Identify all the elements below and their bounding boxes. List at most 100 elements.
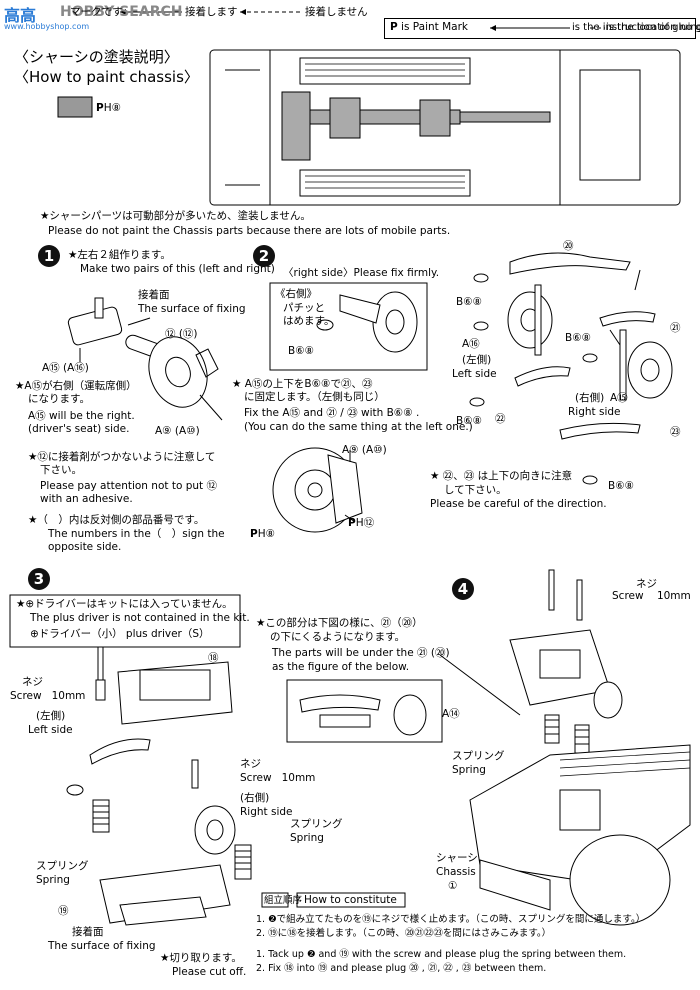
legend-glue-en: is the instruction of gluing. xyxy=(572,22,700,33)
step3-surface-jp: 接着面 xyxy=(72,926,104,938)
step4-a14: A⑭ xyxy=(442,708,460,720)
paint-mark-icon: P xyxy=(250,528,258,540)
step2-fix-jp2: に固定します。（左側も同じ） xyxy=(244,391,385,403)
step4-chassis-jp: シャーシ xyxy=(436,852,478,864)
construct-label-box-en xyxy=(296,892,406,908)
step2-a9: A⑨ (A⑩) xyxy=(342,444,387,456)
step4-screw-en: Screw 10mm xyxy=(612,590,691,602)
step2-fix-en2: (You can do the same thing at the left o… xyxy=(244,421,473,433)
part-20-label: ⑳ xyxy=(563,240,574,252)
step3-inset-drawing xyxy=(299,694,427,736)
step3-driver-size: ⊕ドライバー（小） plus driver（S） xyxy=(30,628,210,640)
legend-noglue-en: is the location no gluing. xyxy=(606,22,700,33)
step3-right-jp: (右側) xyxy=(240,792,270,804)
step3-right-en: Right side xyxy=(240,806,293,818)
a15-label: A⑮ xyxy=(610,392,628,404)
paint-chip-label: PH⑧ xyxy=(96,102,122,114)
step1-make-jp: ★左右２組作ります。 xyxy=(68,249,171,261)
step4-spring-jp: スプリング xyxy=(452,750,505,762)
step3-under-en2: as the figure of the below. xyxy=(272,661,410,673)
chassis-note-en: Please do not paint the Chassis parts be… xyxy=(48,225,451,237)
step3-screw2-jp: ネジ xyxy=(240,758,261,770)
b68-label-4: B⑥⑧ xyxy=(608,480,635,492)
step3-under-en1: The parts will be under the ㉑ (⑳) xyxy=(272,647,450,659)
step1-paren-en2: opposite side. xyxy=(48,541,122,553)
step3-screw-en: Screw 10mm xyxy=(10,690,86,702)
step3-spring-en: Spring xyxy=(36,874,70,886)
step4-badge: 4 xyxy=(452,578,474,600)
step4-spring-en: Spring xyxy=(452,764,486,776)
step3-spring-jp: スプリング xyxy=(36,860,89,872)
step4-screw-jp: ネジ xyxy=(636,578,657,590)
step2-fix-en1: Fix the A⑮ and ㉑ / ㉓ with B⑥⑧ . xyxy=(244,407,420,419)
step1-right-jp1: ★A⑮が右側（運転席側） xyxy=(15,380,137,392)
step3-drawing xyxy=(66,634,252,926)
step1-badge: 1 xyxy=(38,245,60,267)
step2-ph8: PH⑧ xyxy=(250,528,276,540)
b68-label-3: B⑥⑧ xyxy=(456,415,483,427)
watermark-brand-en: HOBBY SEARCH xyxy=(60,4,183,20)
step3-under-jp1: ★この部分は下図の様に、㉑（⑳） xyxy=(256,617,423,629)
step3-cut-jp: ★切り取ります。 xyxy=(160,952,242,964)
part-21-label: ㉑ xyxy=(670,322,681,334)
step1-right-en2: (driver's seat) side. xyxy=(28,423,130,435)
direction-en: Please be careful of the direction. xyxy=(430,498,607,510)
paint-mark-icon: P xyxy=(348,517,356,529)
step1-glue-jp2: 下さい。 xyxy=(40,464,82,476)
step2-inset-jp1: 《右側》 xyxy=(275,288,317,300)
step3-screw-jp: ネジ xyxy=(22,676,43,688)
b68-label-2: B⑥⑧ xyxy=(565,332,592,344)
legend-jp-noglue: 接着しません xyxy=(305,6,368,18)
watermark-brand-cn: 高高 xyxy=(4,6,37,25)
step1-surface-en: The surface of fixing xyxy=(138,303,246,315)
noglue-arrow-head xyxy=(240,9,246,15)
legend-paint-mark: P is Paint Mark xyxy=(390,21,468,33)
driver-note-frame xyxy=(9,594,241,648)
a16-label: A⑯ xyxy=(462,338,480,350)
paint-mark-icon: P xyxy=(96,102,104,114)
step3-driver-jp: ★⊕ドライバーはキットには入っていません。 xyxy=(16,598,233,610)
chassis-top-view xyxy=(209,49,681,206)
step1-glue-en1: Please pay attention not to put ⑫ xyxy=(40,480,217,492)
step3-left-jp: (左側) xyxy=(36,710,66,722)
right-side-en: Right side xyxy=(568,406,621,418)
b68-label-1: B⑥⑧ xyxy=(456,296,483,308)
step1-glue-en2: with an adhesive. xyxy=(40,493,133,505)
step1-label-a9: A⑨ (A⑩) xyxy=(155,425,200,437)
chassis-note-jp: ★シャーシパーツは可動部分が多いため、塗装しません。 xyxy=(40,210,311,222)
step4-chassis-en: Chassis xyxy=(436,866,476,878)
step1-label-12: ⑫ (⑫) xyxy=(165,328,198,340)
step2-ph12: PH⑫ xyxy=(348,517,375,529)
legend-frame xyxy=(384,18,696,39)
construct-label-box-jp xyxy=(261,892,289,908)
title-en: 〈How to paint chassis〉 xyxy=(14,68,199,86)
part-22-label: ㉒ xyxy=(495,413,506,425)
watermark-url: www.hobbyshop.com xyxy=(4,22,90,31)
legend-jp-partial: マークです xyxy=(70,6,123,18)
left-side-jp: (左側) xyxy=(462,354,492,366)
step3-spring2-en: Spring xyxy=(290,832,324,844)
step2-inset-drawing xyxy=(316,291,418,353)
step1-right-en1: A⑮ will be the right. xyxy=(28,410,135,422)
legend-glue-arrow-head xyxy=(490,25,496,31)
construct-jp-label: 組立順序 xyxy=(264,895,303,906)
step3-left-en: Left side xyxy=(28,724,73,736)
step3-part-18: ⑱ xyxy=(208,652,219,664)
step2-right-side: 〈right side〉Please fix firmly. xyxy=(283,267,440,279)
step3-spring2-jp: スプリング xyxy=(290,818,343,830)
step3-part-19: ⑲ xyxy=(58,905,69,917)
glue-arrow-head xyxy=(120,9,126,15)
construct-jp1: 1. ❷で組み立てたものを⑲にネジで様く止めます。（この時、スプリングを間に通し… xyxy=(256,914,646,925)
step1-drawing xyxy=(67,297,223,421)
step3-under-jp2: の下にくるようになります。 xyxy=(270,631,406,643)
step3-cut-en: Please cut off. xyxy=(172,966,247,978)
construct-en2: 2. Fix ⑱ into ⑲ and please plug ⑳ , ㉑, ㉒… xyxy=(256,963,547,974)
step1-paren-jp: ★（ ）内は反対側の部品番号です。 xyxy=(28,514,205,526)
paint-mark-icon: P xyxy=(390,21,398,33)
step1-make-en: Make two pairs of this (left and right) xyxy=(80,263,275,275)
step2-inset-jp2: パチッと xyxy=(283,302,325,314)
construct-en-label: How to constitute xyxy=(304,894,397,906)
part-23-label: ㉓ xyxy=(670,426,681,438)
step4-drawing xyxy=(439,569,691,926)
